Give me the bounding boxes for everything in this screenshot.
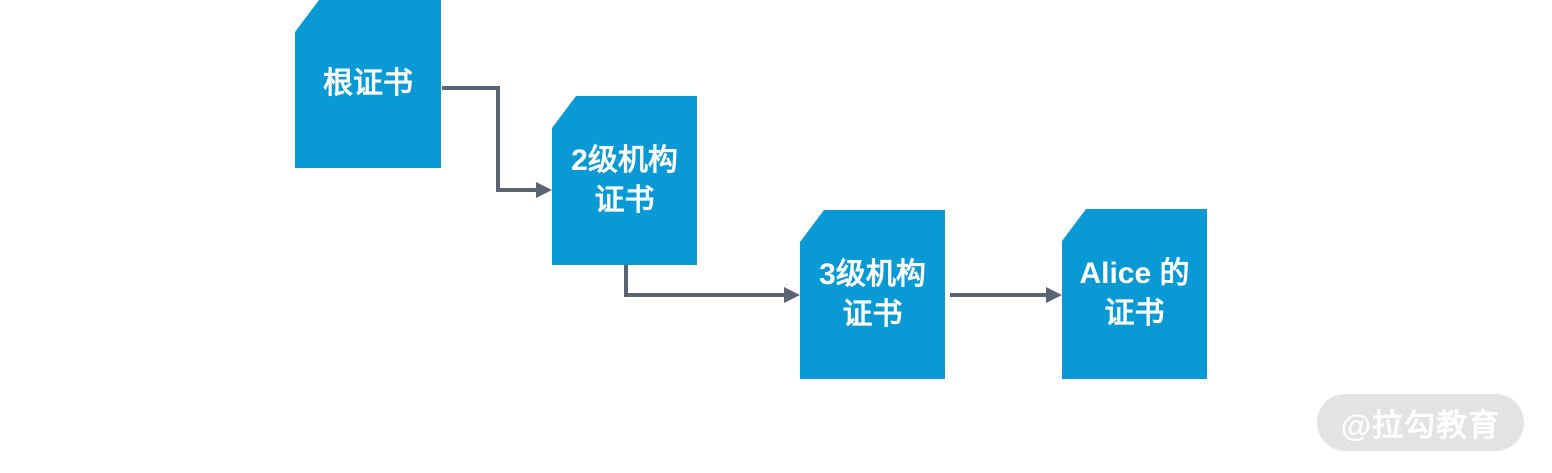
watermark-text: @拉勾教育 [1340,408,1501,443]
cert-node-alice: Alice 的 证书 [1062,209,1207,379]
arrow-root-to-level2 [442,86,552,198]
cert-node-level3-label-line1: 3级机构 [819,257,926,291]
cert-node-root: 根证书 [295,0,441,168]
cert-node-level2: 2级机构 证书 [552,96,697,265]
cert-node-level3-label-line2: 证书 [842,297,903,331]
cert-node-level2-label-line1: 2级机构 [571,143,678,177]
watermark-badge: @拉勾教育 [1317,394,1524,451]
cert-node-alice-label-line2: 证书 [1104,297,1165,330]
cert-node-root-label: 根证书 [323,67,413,100]
cert-node-level2-label-line2: 证书 [594,183,655,217]
arrow-level2-to-level3 [624,265,800,303]
arrow-level3-to-alice [950,287,1062,303]
cert-node-alice-label-line1: Alice 的 [1079,257,1190,290]
cert-node-level3: 3级机构 证书 [800,210,945,379]
